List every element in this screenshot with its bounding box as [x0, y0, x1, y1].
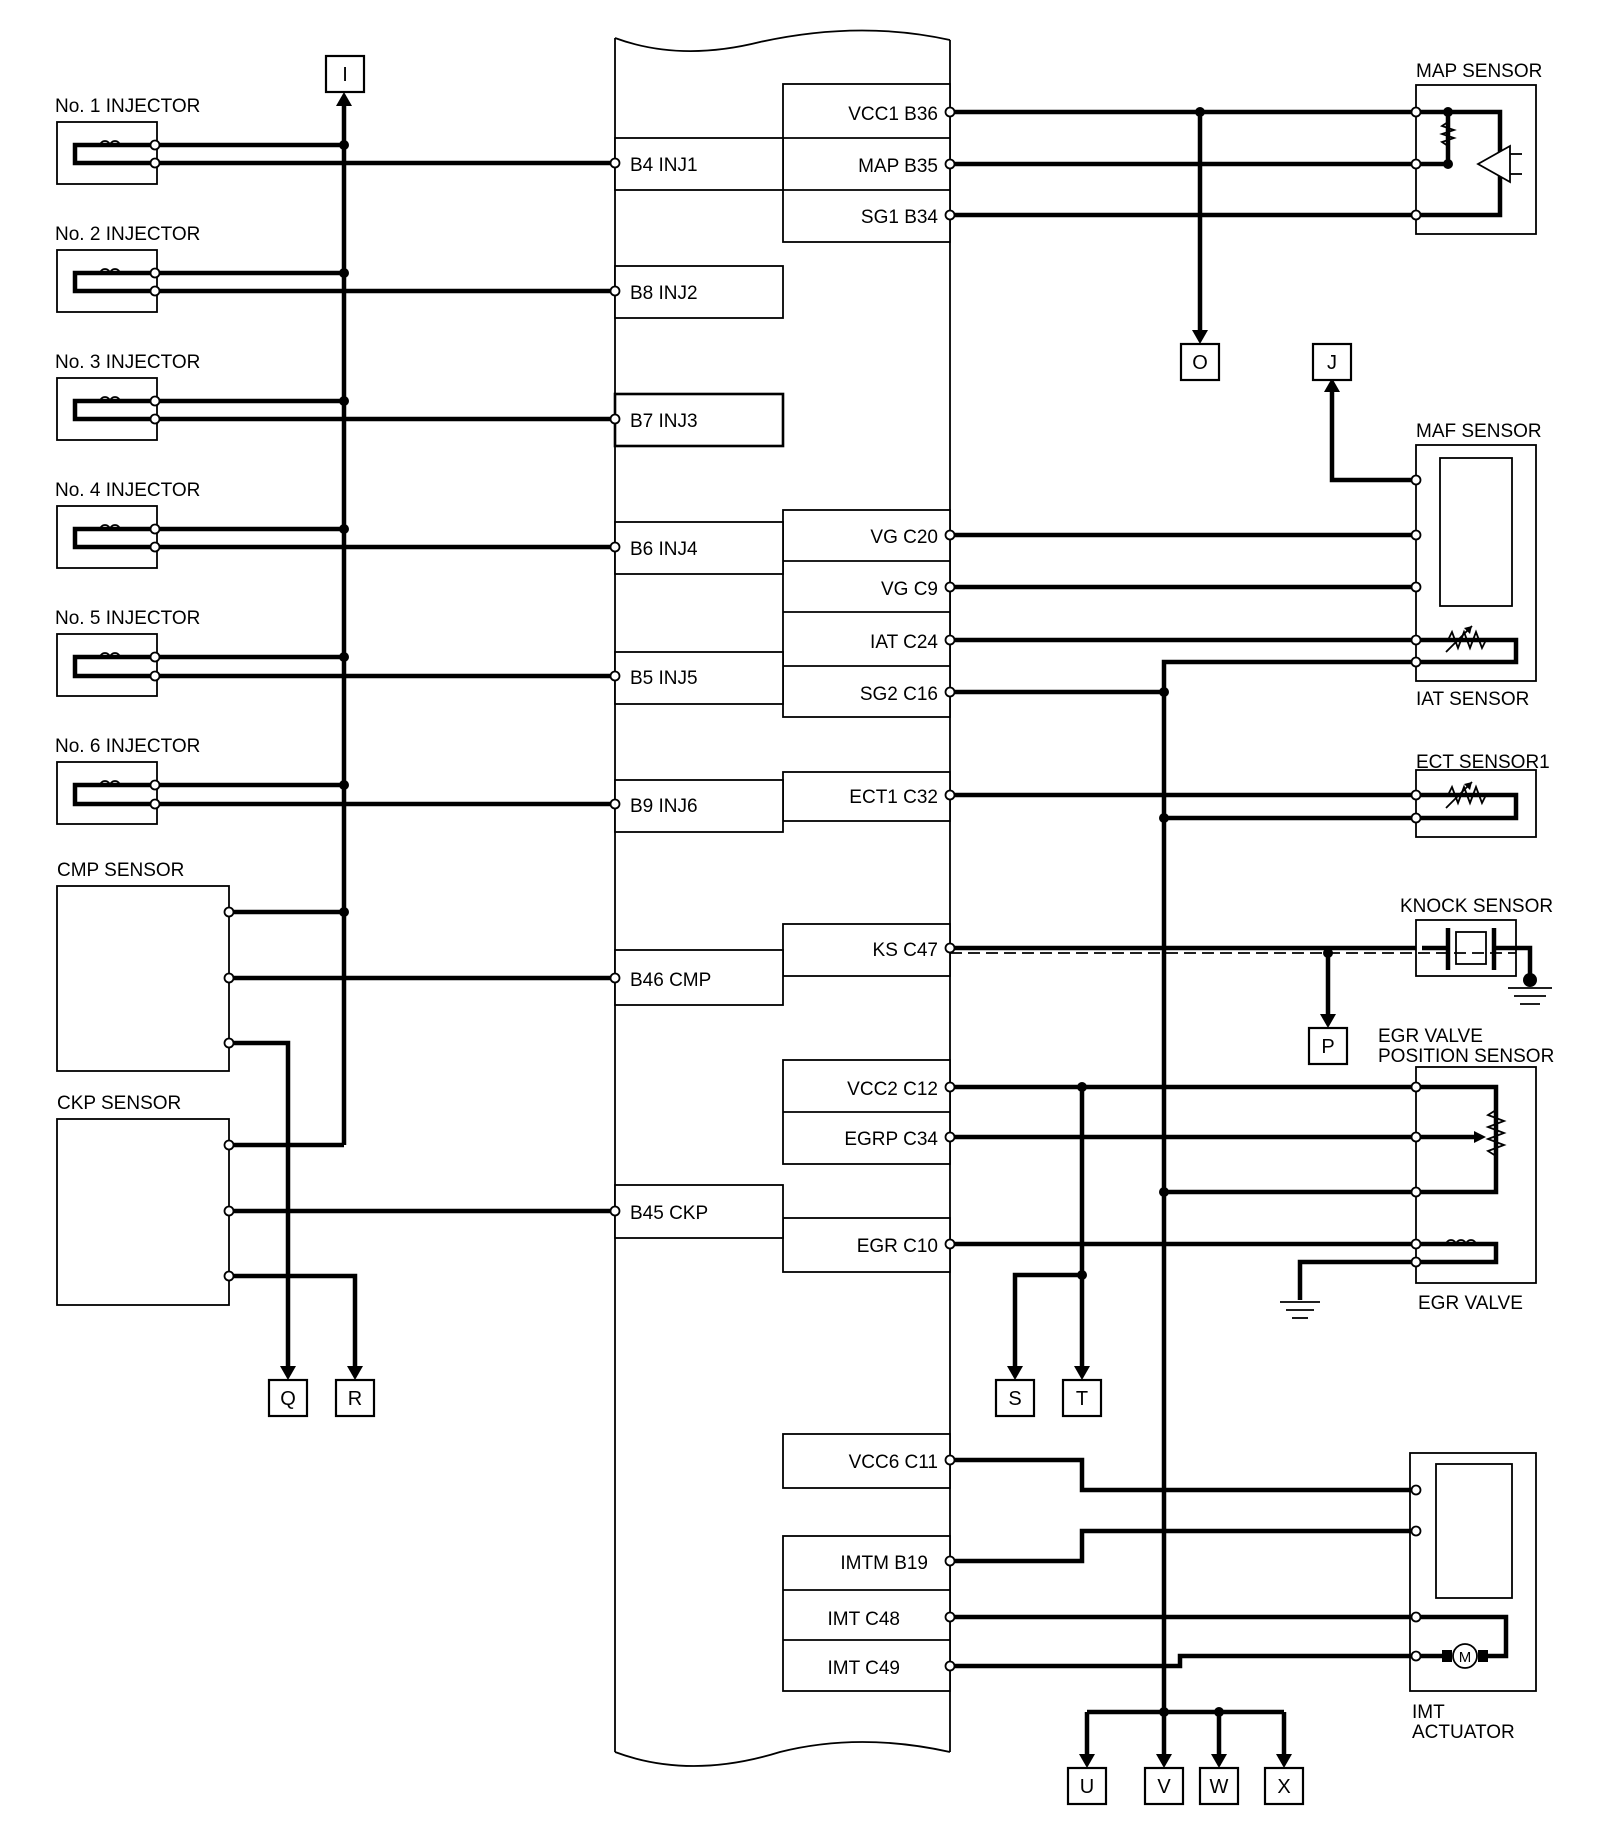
label-egr-valve: EGR VALVE — [1418, 1293, 1523, 1314]
label-egr-sensor-line1: EGR VALVE — [1378, 1026, 1483, 1047]
pin-imtm-b19: IMTM B19 — [840, 1553, 928, 1574]
pin-egr-c10: EGR C10 — [857, 1236, 938, 1257]
connector-V: V — [1157, 1776, 1171, 1798]
pin-iat-c24: IAT C24 — [870, 632, 938, 653]
pin-sg1-b34: SG1 B34 — [861, 207, 939, 228]
pin-b7-inj3: B7 INJ3 — [630, 411, 698, 432]
connector-U: U — [1080, 1776, 1094, 1798]
pin-vg-c20: VG C20 — [870, 527, 938, 548]
pin-b6-inj4: B6 INJ4 — [630, 539, 698, 560]
injector-3 — [56, 377, 158, 441]
cmp-sensor-body — [56, 885, 230, 1072]
terminals — [149, 106, 1422, 1672]
connector-W: W — [1210, 1776, 1229, 1798]
map-sensor — [1415, 84, 1537, 235]
connector-O: O — [1192, 352, 1208, 374]
connector-I: I — [342, 64, 348, 86]
pin-vg-c9: VG C9 — [881, 579, 938, 600]
label-ect-sensor: ECT SENSOR1 — [1416, 752, 1550, 773]
pin-vcc2-c12: VCC2 C12 — [847, 1079, 938, 1100]
pin-b46-cmp: B46 CMP — [630, 970, 711, 991]
pin-vcc6-c11: VCC6 C11 — [849, 1452, 938, 1473]
pin-ect1-c32: ECT1 C32 — [849, 787, 938, 808]
label-injector-6: No. 6 INJECTOR — [55, 736, 200, 757]
pin-b45-ckp: B45 CKP — [630, 1203, 708, 1224]
ecm-right-pin-boxes — [782, 83, 951, 1692]
ecm-left-pin-boxes — [613, 137, 785, 1239]
connector-J: J — [1327, 352, 1337, 374]
label-cmp-sensor: CMP SENSOR — [57, 860, 184, 881]
svg-text:M: M — [1459, 1649, 1472, 1666]
pin-b4-inj1: B4 INJ1 — [630, 155, 698, 176]
imt-actuator: M — [1409, 1452, 1537, 1692]
label-ckp-sensor: CKP SENSOR — [57, 1093, 181, 1114]
connector-R: R — [348, 1388, 362, 1410]
label-map-sensor: MAP SENSOR — [1416, 61, 1542, 82]
egr-sensor-valve — [1280, 1066, 1537, 1319]
connector-boxes — [267, 54, 1353, 1806]
pin-ks-c47: KS C47 — [873, 940, 938, 961]
connector-S: S — [1008, 1388, 1021, 1410]
pin-egrp-c34: EGRP C34 — [844, 1129, 938, 1150]
pin-imt-c48: IMT C48 — [827, 1609, 900, 1630]
injector-6 — [56, 761, 158, 825]
connector-P: P — [1321, 1036, 1334, 1058]
label-egr-sensor-line2: POSITION SENSOR — [1378, 1046, 1554, 1067]
label-imt-line2: ACTUATOR — [1412, 1722, 1515, 1743]
pin-sg2-c16: SG2 C16 — [860, 684, 938, 705]
pin-vcc1-b36: VCC1 B36 — [848, 104, 938, 125]
injector-1 — [56, 121, 158, 185]
injector-4 — [56, 505, 158, 569]
left-wiring — [155, 92, 615, 1380]
pin-imt-c49: IMT C49 — [827, 1658, 900, 1679]
label-injector-1: No. 1 INJECTOR — [55, 96, 200, 117]
label-knock-sensor: KNOCK SENSOR — [1400, 896, 1553, 917]
label-injector-4: No. 4 INJECTOR — [55, 480, 200, 501]
pin-map-b35: MAP B35 — [858, 156, 938, 177]
right-wiring — [950, 107, 1516, 1768]
label-imt-line1: IMT — [1412, 1702, 1445, 1723]
label-iat-sensor: IAT SENSOR — [1416, 689, 1529, 710]
injector-5 — [56, 633, 158, 697]
knock-sensor — [1415, 919, 1552, 1005]
label-injector-2: No. 2 INJECTOR — [55, 224, 200, 245]
connector-Q: Q — [280, 1388, 296, 1410]
pin-b8-inj2: B8 INJ2 — [630, 283, 698, 304]
ect-sensor — [1415, 769, 1537, 838]
label-injector-5: No. 5 INJECTOR — [55, 608, 200, 629]
label-maf-sensor: MAF SENSOR — [1416, 421, 1542, 442]
pin-b5-inj5: B5 INJ5 — [630, 668, 698, 689]
ckp-sensor-body — [56, 1118, 230, 1306]
label-injector-3: No. 3 INJECTOR — [55, 352, 200, 373]
injector-2 — [56, 249, 158, 313]
maf-iat-sensor — [1415, 444, 1537, 682]
pin-b9-inj6: B9 INJ6 — [630, 796, 698, 817]
connector-T: T — [1076, 1388, 1088, 1410]
connector-X: X — [1277, 1776, 1290, 1798]
